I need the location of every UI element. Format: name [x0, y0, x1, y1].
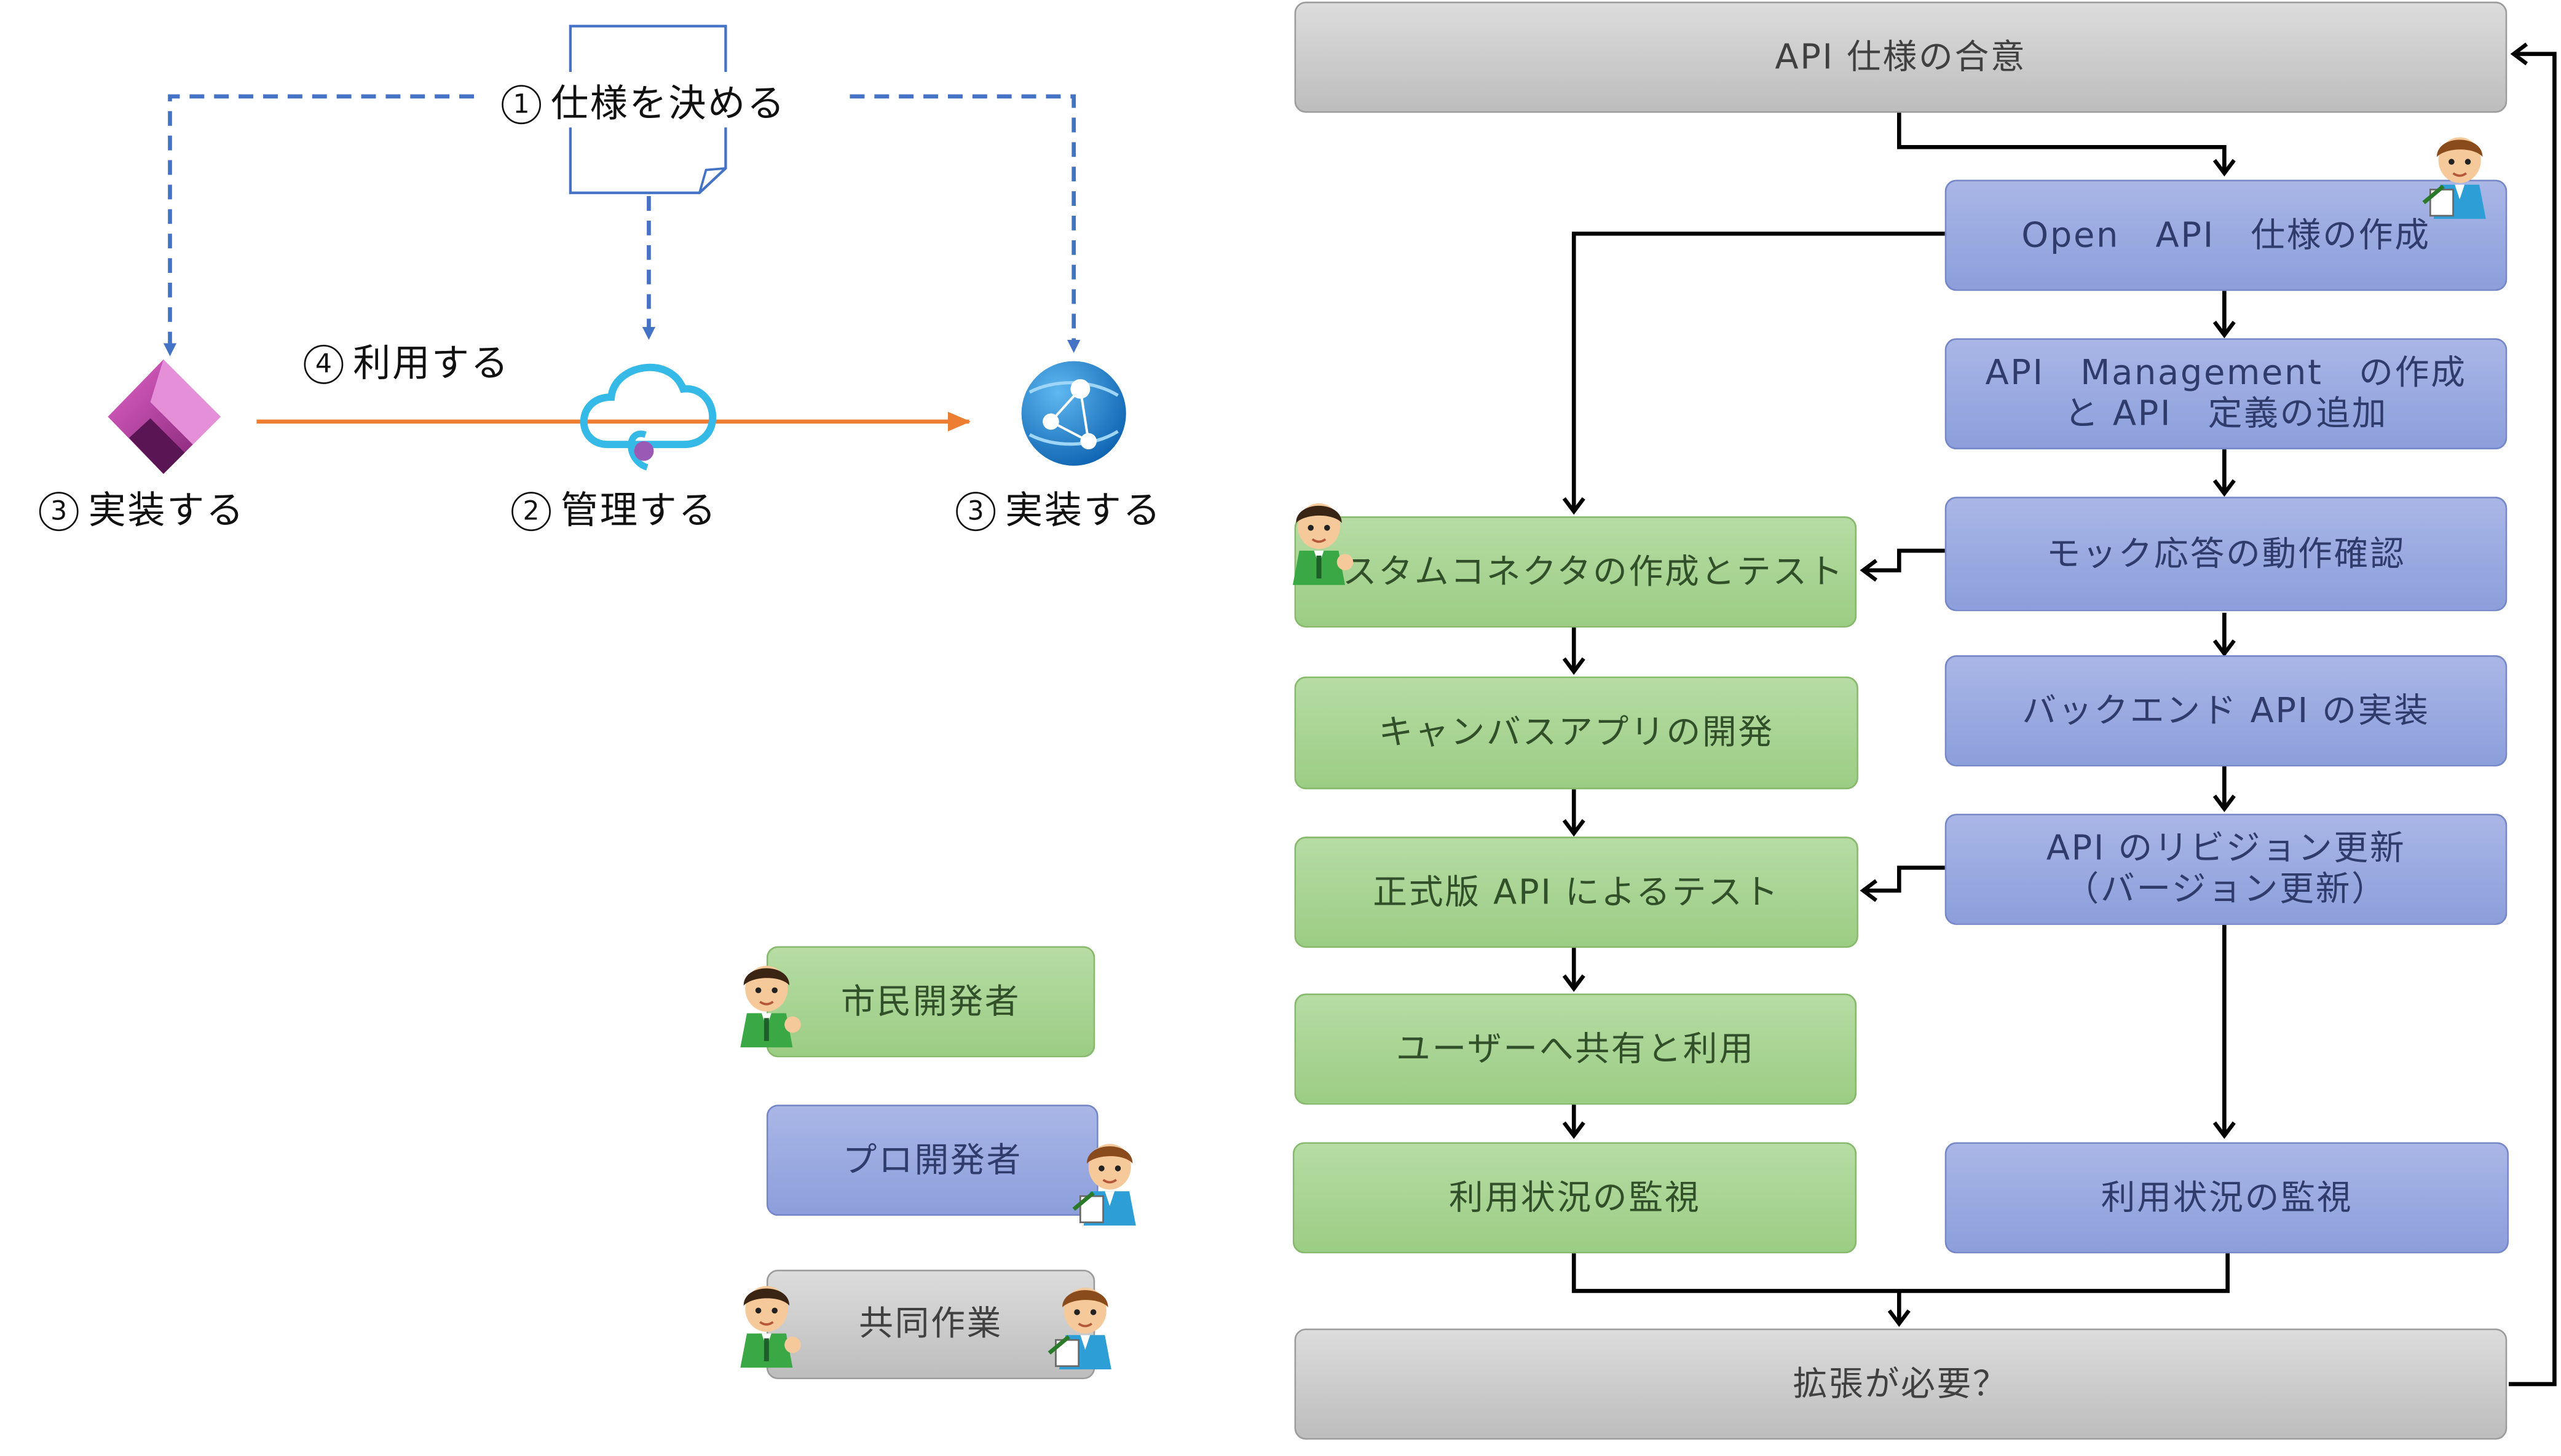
- use-text: 利用する: [353, 343, 510, 386]
- legend-joint: 共同作業: [766, 1269, 1095, 1380]
- canvas-box: キャンバスアプリの開発: [1294, 676, 1858, 790]
- step-number: 3: [956, 492, 996, 532]
- citizen-developer-icon: [1292, 503, 1354, 585]
- share-box: ユーザーへ共有と利用: [1294, 993, 1857, 1105]
- legend-citizen: 市民開発者: [766, 946, 1095, 1058]
- revision-box: API のリビジョン更新（バージョン更新）: [1944, 814, 2508, 925]
- monitor-blue-box: 利用状況の監視: [1944, 1142, 2509, 1254]
- implement-text: 実装する: [1005, 490, 1162, 533]
- spec-text: 仕様を決める: [550, 83, 786, 126]
- openapi-box: Open API 仕様の作成: [1944, 179, 2508, 291]
- implement-text: 実装する: [88, 490, 245, 533]
- backend-box: バックエンド API の実装: [1944, 655, 2508, 766]
- prodtest-box: 正式版 API によるテスト: [1294, 836, 1858, 948]
- connector-box: カスタムコネクタの作成とテスト: [1294, 516, 1857, 628]
- citizen-developer-icon: [740, 966, 801, 1048]
- app-service-icon: [1021, 361, 1126, 466]
- mock-box: モック応答の動作確認: [1944, 497, 2508, 612]
- pro-developer-icon: [1048, 1288, 1111, 1370]
- api-management-icon: [580, 364, 717, 471]
- agree-box: API 仕様の合意: [1294, 1, 2508, 113]
- power-apps-icon: [108, 359, 221, 474]
- extend-box: 拡張が必要？: [1294, 1328, 2508, 1440]
- step-number: 2: [511, 492, 551, 532]
- step-number: 4: [304, 345, 344, 384]
- legend-pro: プロ開発者: [766, 1104, 1099, 1216]
- step-number: 1: [502, 85, 541, 125]
- pro-developer-icon: [1072, 1144, 1136, 1226]
- apim-box: API Management の作成と API 定義の追加: [1944, 338, 2508, 450]
- monitor-green-box: 利用状況の監視: [1292, 1142, 1857, 1254]
- step-number: 3: [39, 492, 79, 532]
- citizen-developer-icon: [740, 1286, 801, 1368]
- manage-text: 管理する: [560, 490, 718, 533]
- pro-developer-icon: [2422, 137, 2486, 219]
